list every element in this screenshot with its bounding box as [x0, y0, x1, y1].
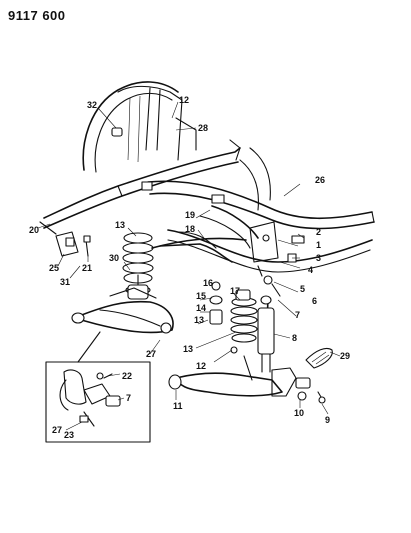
- callout-17: 16: [203, 278, 214, 288]
- callout-19: 18: [185, 224, 196, 234]
- callout-27-inset: 27: [52, 425, 63, 435]
- detail-inset: [45, 331, 151, 443]
- callout-22: 21: [82, 263, 93, 273]
- callout-31: 31: [60, 277, 71, 287]
- callout-10: 10: [294, 408, 305, 418]
- callout-32: 32: [87, 100, 98, 110]
- callout-28: 28: [198, 123, 209, 133]
- callout-13-upper: 13: [115, 220, 126, 230]
- left-mount: [39, 221, 91, 257]
- callout-4: 4: [308, 265, 314, 275]
- callout-12-lower: 12: [196, 361, 207, 371]
- callout-8: 8: [292, 333, 298, 343]
- callout-6: 6: [312, 296, 318, 306]
- callout-20: 19: [185, 210, 196, 220]
- callout-1: 1: [316, 240, 322, 250]
- diagram-code: 9117 600: [8, 8, 66, 23]
- callout-24: 23: [64, 430, 75, 440]
- callout-25: 25: [49, 263, 60, 273]
- callout-29: 29: [340, 351, 351, 361]
- callout-2: 2: [316, 227, 322, 237]
- callout-30: 30: [109, 253, 120, 263]
- shock-absorber: [257, 295, 275, 373]
- callout-3: 3: [316, 253, 322, 263]
- callout-13-lower: 13: [183, 344, 194, 354]
- callout-9: 9: [325, 415, 331, 425]
- sway-bar: [151, 231, 247, 249]
- shield-part: [305, 347, 333, 369]
- callout-12-upper: 12: [179, 95, 190, 105]
- left-upper-mount: [127, 274, 149, 300]
- callout-7-inset: 7: [126, 393, 132, 403]
- callout-15: 14: [196, 303, 207, 313]
- left-lower-control-arm: [71, 287, 174, 334]
- frame-rails: [43, 139, 375, 273]
- callout-23: 22: [122, 371, 133, 381]
- callout-5: 5: [300, 284, 306, 294]
- callout-18: 17: [230, 286, 241, 296]
- callout-27-main: 27: [146, 349, 157, 359]
- callout-14: 13: [194, 315, 205, 325]
- callout-16: 15: [196, 291, 207, 301]
- callout-26: 26: [315, 175, 326, 185]
- right-bracket: [249, 221, 305, 297]
- callout-7-right: 7: [295, 310, 301, 320]
- wheel-house: [82, 81, 197, 173]
- right-lower-arm: [168, 346, 326, 404]
- leader-lines: [37, 101, 341, 431]
- callout-21: 20: [29, 225, 40, 235]
- center-spring-group: [209, 281, 258, 343]
- callout-11: 11: [173, 401, 183, 411]
